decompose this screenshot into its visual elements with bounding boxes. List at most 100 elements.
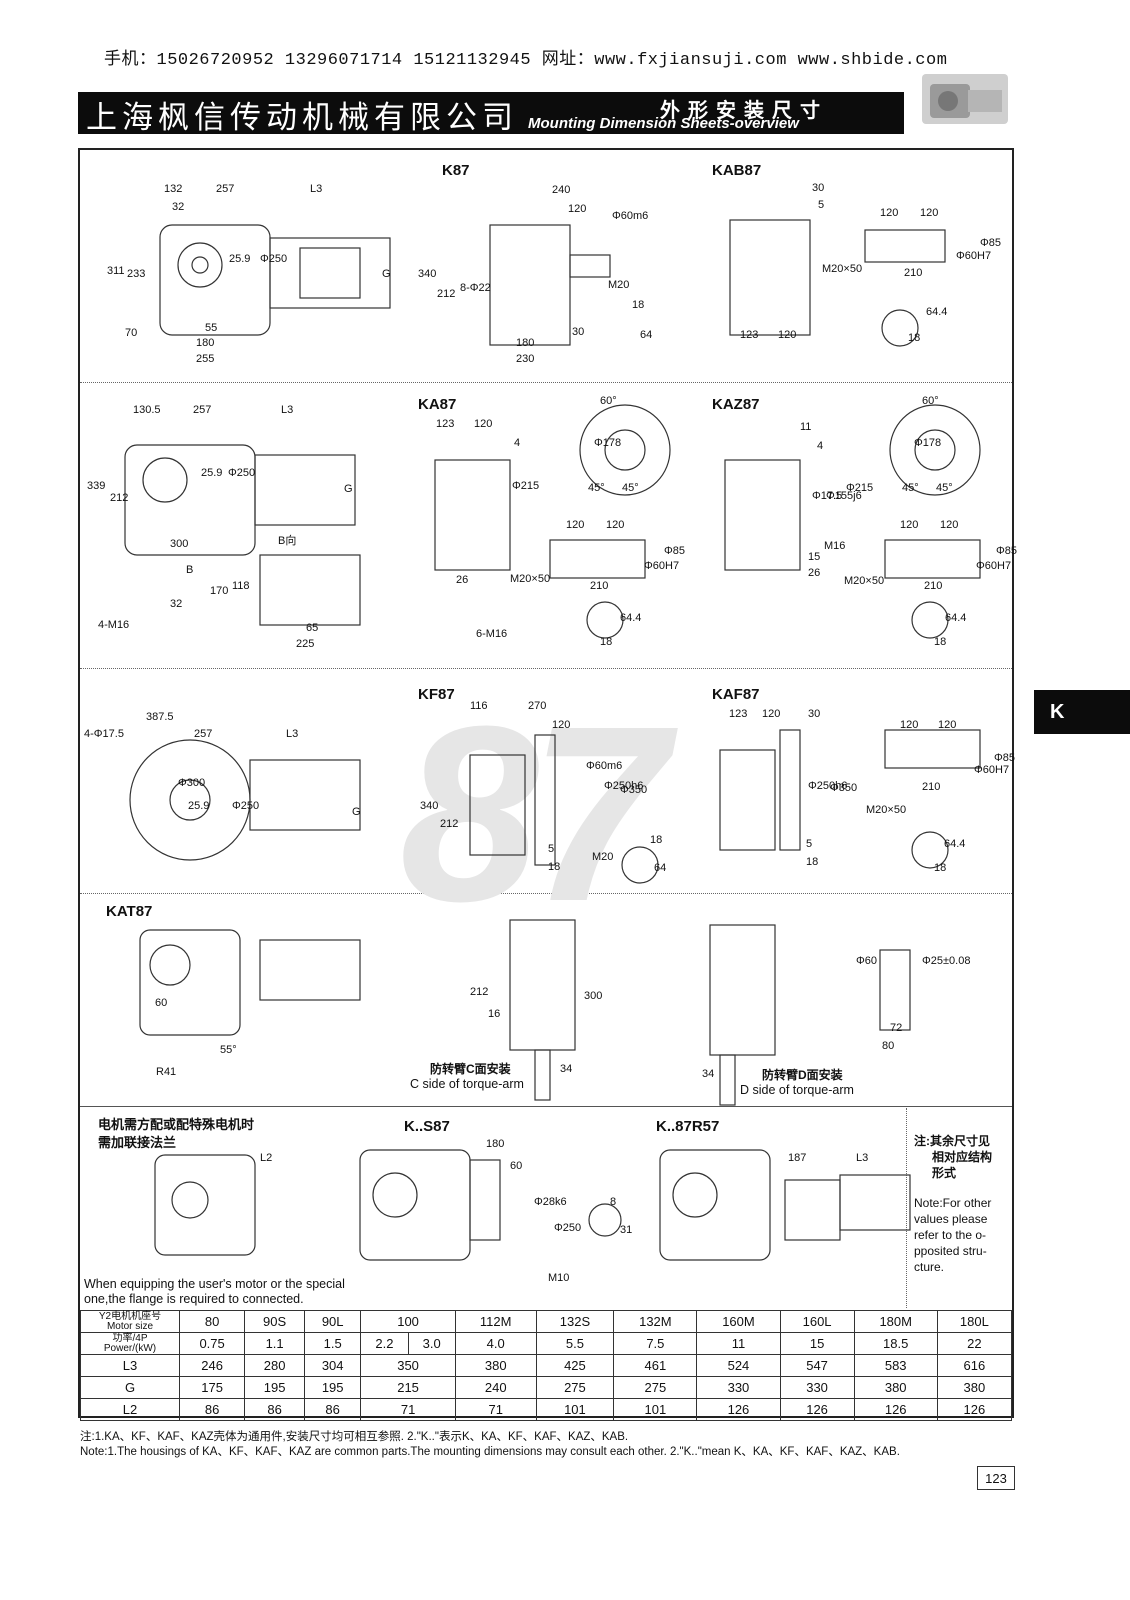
dim-label: 34 bbox=[702, 1068, 715, 1080]
dim-label: 120 bbox=[900, 519, 919, 531]
dim-label: Φ60H7 bbox=[974, 764, 1010, 776]
dim-label: 257 bbox=[193, 404, 212, 416]
table-cell: 71 bbox=[360, 1398, 456, 1421]
footer-note-en: Note:1.The housings of KA、KF、KAF、KAZ are… bbox=[80, 1446, 900, 1458]
dim-label: 170 bbox=[210, 585, 229, 597]
table-cell: 240 bbox=[454, 1376, 537, 1399]
dim-label: 340 bbox=[418, 268, 437, 280]
technical-drawings bbox=[124, 219, 981, 1261]
sheet-title-cn: 外形安装尺寸 bbox=[660, 98, 828, 122]
dim-label: Φ155j6 bbox=[826, 490, 862, 502]
row-header-l3: L3 bbox=[80, 1354, 180, 1377]
torque-arm-c-label-cn: 防转臂C面安装 bbox=[430, 1062, 511, 1076]
dim-label: Φ300 bbox=[178, 777, 206, 789]
right-note-cn-3: 形式 bbox=[932, 1166, 957, 1180]
dim-label: 4-Φ17.5 bbox=[84, 728, 124, 740]
table-cell: 126 bbox=[696, 1398, 781, 1421]
dim-label: 4 bbox=[514, 437, 521, 449]
dim-label: Φ250 bbox=[228, 467, 256, 479]
table-cell: 280 bbox=[244, 1354, 306, 1377]
dim-label: 116 bbox=[470, 700, 488, 712]
torque-arm-c-label-en: C side of torque-arm bbox=[410, 1077, 524, 1091]
dim-label: 212 bbox=[470, 986, 489, 998]
dim-label: 187 bbox=[788, 1152, 807, 1164]
dim-label: Φ250 bbox=[554, 1222, 582, 1234]
table-cell: 11 bbox=[696, 1332, 781, 1355]
page-number: 123 bbox=[977, 1466, 1015, 1490]
dim-label: Φ178 bbox=[914, 437, 942, 449]
dim-label: 18 bbox=[600, 636, 613, 648]
table-cell: 132M bbox=[613, 1310, 698, 1333]
dim-label: 132 bbox=[164, 183, 183, 195]
company-name: 上海枫信传动机械有限公司 bbox=[86, 100, 518, 136]
dim-label: Φ178 bbox=[594, 437, 622, 449]
model-label-ks87: K..S87 bbox=[404, 1118, 450, 1135]
row-header-l2: L2 bbox=[80, 1398, 180, 1421]
dim-label: L2 bbox=[260, 1152, 273, 1164]
dim-label: Φ60H7 bbox=[956, 250, 992, 262]
dim-label: 16 bbox=[488, 1008, 501, 1020]
dim-label: 180 bbox=[196, 337, 215, 349]
dim-label: 25.9 bbox=[229, 253, 251, 265]
row-divider bbox=[80, 382, 1012, 383]
table-cell: 160L bbox=[779, 1310, 855, 1333]
dim-label: L3 bbox=[281, 404, 294, 416]
dim-label: 45° bbox=[588, 482, 605, 494]
dim-label: Φ350 bbox=[830, 782, 858, 794]
sheet-title-en: Mounting Dimension Sheets-overview bbox=[528, 115, 799, 132]
table-cell: 132S bbox=[535, 1310, 615, 1333]
dim-label: G bbox=[352, 806, 361, 818]
dim-label: 210 bbox=[924, 580, 943, 592]
footer-note-cn: 注:1.KA、KF、KAF、KAZ壳体为通用件,安装尺寸均可相互参照. 2."K… bbox=[80, 1431, 629, 1443]
dim-label: Φ85 bbox=[664, 545, 686, 557]
dim-label: 8 bbox=[610, 1196, 617, 1208]
table-row-l2: L2 86 86 86 71 71 101 101 126 126 126 12… bbox=[80, 1398, 1013, 1421]
dim-label: R41 bbox=[156, 1066, 177, 1078]
model-label-kf87: KF87 bbox=[418, 686, 455, 703]
dim-label: 257 bbox=[194, 728, 213, 740]
table-cell: 616 bbox=[936, 1354, 1013, 1377]
row-divider bbox=[80, 668, 1012, 669]
dim-label: 60 bbox=[155, 997, 168, 1009]
table-cell: 86 bbox=[244, 1398, 306, 1421]
watermark-87: 87 bbox=[400, 674, 668, 953]
table-cell: 195 bbox=[304, 1376, 362, 1399]
dim-label: M20×50 bbox=[866, 804, 907, 816]
dim-label: 64.4 bbox=[945, 612, 967, 624]
dim-label: Φ60m6 bbox=[612, 210, 649, 222]
dim-label: 339 bbox=[87, 480, 106, 492]
dim-label: 18 bbox=[908, 332, 921, 344]
dim-label: 120 bbox=[474, 418, 493, 430]
dim-label: 212 bbox=[440, 818, 459, 830]
table-cell: 180L bbox=[936, 1310, 1013, 1333]
dim-label: 340 bbox=[420, 800, 439, 812]
gearbox-logo-image bbox=[922, 74, 1008, 124]
dim-label: 120 bbox=[940, 519, 959, 531]
dim-label: 60 bbox=[510, 1160, 523, 1172]
dim-label: 123 bbox=[436, 418, 455, 430]
dim-label: 70 bbox=[125, 327, 138, 339]
dim-label: 11 bbox=[800, 421, 812, 433]
dim-label: 45° bbox=[902, 482, 919, 494]
table-cell: 15 bbox=[779, 1332, 855, 1355]
dim-label: 300 bbox=[584, 990, 603, 1002]
dim-label: Φ215 bbox=[512, 480, 540, 492]
torque-arm-d-label-cn: 防转臂D面安装 bbox=[762, 1068, 843, 1082]
dim-label: Φ60 bbox=[856, 955, 878, 967]
dim-label: Φ250h6 bbox=[808, 780, 848, 792]
right-note-cn-2: 相对应结构 bbox=[932, 1150, 993, 1164]
dim-label: 5 bbox=[806, 838, 813, 850]
dim-label: 300 bbox=[170, 538, 189, 550]
dim-label: 230 bbox=[516, 353, 535, 365]
dim-label: 80 bbox=[882, 1040, 895, 1052]
dim-label: 25.9 bbox=[188, 800, 210, 812]
table-cell: 18.5 bbox=[853, 1332, 938, 1355]
dim-label: 18 bbox=[934, 636, 947, 648]
row-divider bbox=[80, 1106, 1012, 1107]
dim-label: 64.4 bbox=[926, 306, 948, 318]
table-cell: 90L bbox=[304, 1310, 362, 1333]
dim-label: 60° bbox=[922, 395, 939, 407]
dim-label: Φ250h6 bbox=[604, 780, 644, 792]
dim-label: 255 bbox=[196, 353, 215, 365]
